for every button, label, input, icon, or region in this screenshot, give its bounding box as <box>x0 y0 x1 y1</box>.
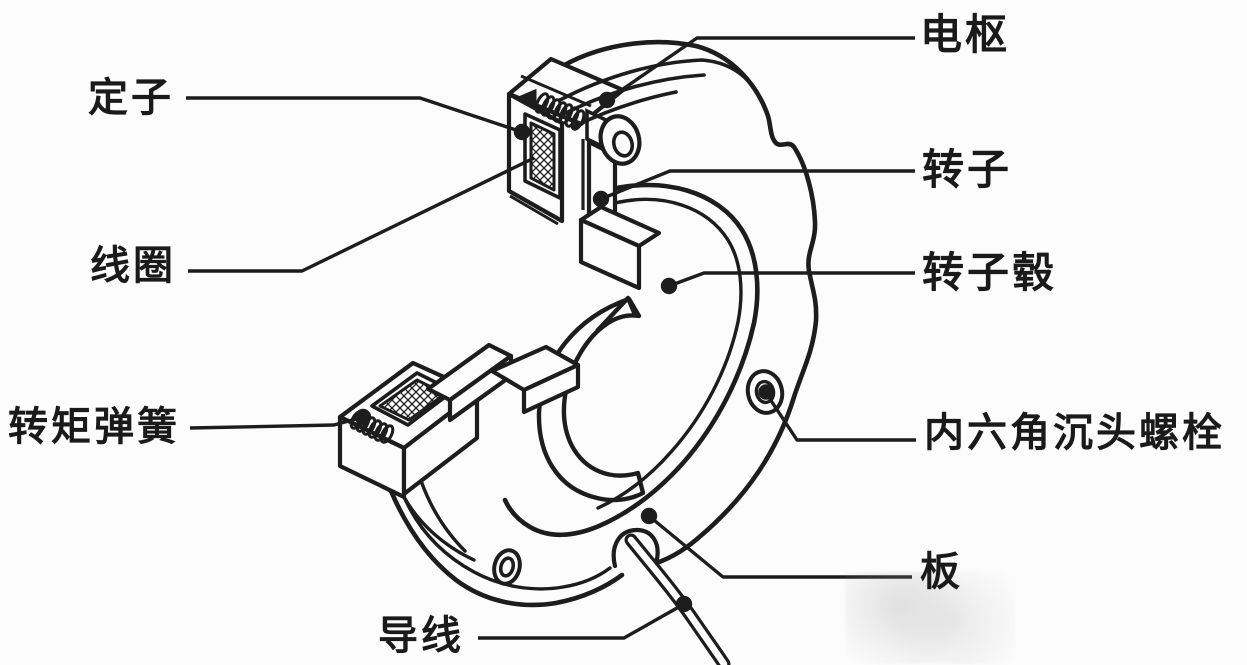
leader-stator <box>186 96 531 141</box>
leader-rotor-hub <box>660 271 915 295</box>
label-stator: 定子 <box>88 75 174 121</box>
leader-plate <box>640 507 912 579</box>
label-plate: 板 <box>920 549 963 595</box>
leader-coil <box>188 156 535 273</box>
label-lead-wire: 导线 <box>378 613 464 659</box>
lead-wire-shape <box>611 527 731 665</box>
leader-bolt <box>758 384 916 442</box>
label-rotor-hub: 转子毂 <box>922 248 1058 297</box>
leader-rotor <box>592 169 915 208</box>
label-torque-spring: 转矩弹簧 <box>8 404 180 450</box>
leader-lead-wire <box>478 595 693 640</box>
torque-spring-block <box>337 342 581 500</box>
plate-hole <box>492 548 522 586</box>
label-hex-socket-countersunk-bolt: 内六角沉头螺栓 <box>924 410 1225 456</box>
stator-screw-spring <box>517 88 642 166</box>
leader-armature <box>598 36 915 109</box>
label-rotor: 转子 <box>922 145 1013 194</box>
rotor-bar <box>578 139 662 291</box>
coil-window <box>523 112 562 200</box>
leader-torque-spring <box>189 408 372 430</box>
bushing-hole <box>611 130 635 158</box>
label-armature: 电枢 <box>920 10 1011 59</box>
label-coil: 线圈 <box>90 243 176 289</box>
armature-band <box>558 58 760 129</box>
